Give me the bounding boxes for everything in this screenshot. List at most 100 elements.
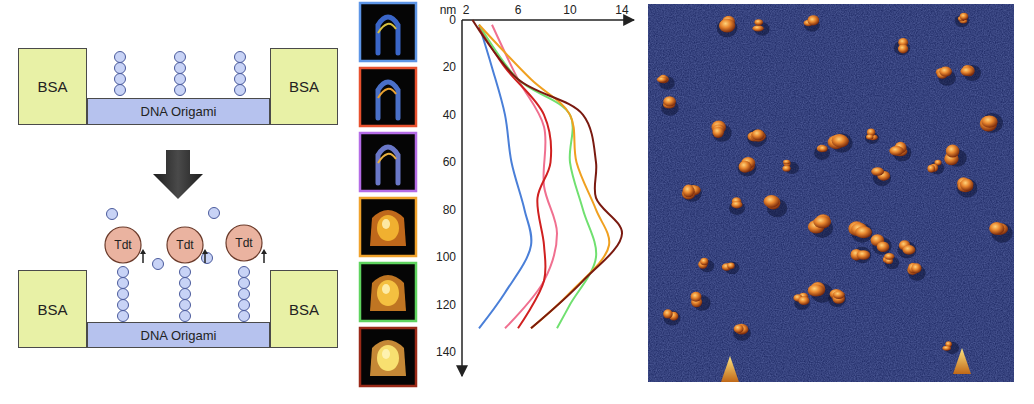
afm-particle: [889, 142, 911, 162]
nucleotide-bead: [175, 63, 186, 74]
afm-particle: [814, 145, 830, 160]
nucleotide-bead: [107, 209, 118, 220]
bsa-block: BSA: [270, 48, 338, 125]
afm-particle: [989, 222, 1012, 243]
afm-particle: [944, 144, 967, 166]
node-label: Tdt: [235, 236, 252, 250]
nucleotide-bead: [180, 289, 191, 300]
tick-label: 10: [563, 4, 576, 16]
tdt-enzyme: Tdt: [225, 224, 263, 262]
tick-label: 0: [449, 14, 456, 26]
profile-chart: [462, 20, 634, 376]
afm-particle: [804, 15, 820, 32]
tdt-enzyme: Tdt: [166, 226, 204, 264]
node-label: Tdt: [114, 238, 131, 252]
afm-particle: [894, 38, 910, 55]
node-label: Tdt: [176, 238, 193, 252]
tick-label: 2: [463, 4, 470, 16]
height-profile: [479, 25, 531, 329]
afm-particle: [898, 240, 917, 258]
tdt-enzyme: Tdt: [104, 226, 142, 264]
nucleotide-bead: [180, 267, 191, 278]
afm-particle: [737, 157, 756, 177]
afm-particle: [752, 19, 769, 36]
afm-particle: [717, 16, 738, 37]
afm-particle: [865, 128, 879, 144]
node-label: BSA: [37, 78, 67, 95]
afm-particle: [764, 195, 788, 217]
afm-particle: [698, 258, 714, 272]
afm-particle: [729, 197, 745, 215]
afm-particle: [871, 234, 892, 255]
nucleotide-bead: [209, 208, 220, 219]
micrograph-thumbnail: [360, 263, 416, 321]
nucleotide-bead: [118, 278, 129, 289]
afm-particle: [747, 129, 767, 147]
node-label: DNA Origami: [141, 104, 217, 119]
nucleotide-bead: [115, 52, 126, 63]
origami-band: DNA Origami: [87, 322, 270, 348]
afm-particle: [733, 324, 751, 341]
nucleotide-bead: [180, 311, 191, 322]
schematic: [107, 52, 268, 322]
nucleotide-bead: [180, 300, 191, 311]
tick-label: 120: [436, 299, 456, 311]
height-profile: [473, 20, 623, 328]
afm-spike: [953, 348, 971, 374]
tick-label: 40: [443, 109, 456, 121]
thumbnails: [360, 3, 416, 386]
tick-label: 60: [443, 156, 456, 168]
node-label: BSA: [289, 301, 319, 318]
nucleotide-bead: [239, 311, 250, 322]
nucleotide-bead: [153, 259, 164, 270]
afm-particle: [663, 309, 680, 325]
afm-particle: [942, 341, 959, 354]
afm-particle: [691, 292, 711, 311]
node-label: BSA: [289, 78, 319, 95]
afm-particle: [955, 13, 969, 27]
afm-particle: [828, 289, 846, 307]
bsa-block: BSA: [18, 48, 87, 125]
afm-particle: [661, 96, 679, 116]
nucleotide-bead: [118, 289, 129, 300]
node-label: BSA: [37, 301, 67, 318]
afm-particle: [782, 160, 799, 174]
afm-particle: [957, 177, 978, 197]
micrograph-thumbnail: [360, 68, 416, 126]
nucleotide-bead: [235, 63, 246, 74]
node-label: DNA Origami: [141, 328, 217, 343]
nucleotide-bead: [118, 311, 129, 322]
micrograph-thumbnail: [360, 133, 416, 191]
afm-particle: [711, 121, 731, 142]
nucleotide-bead: [175, 52, 186, 63]
tick-label: 140: [436, 346, 456, 358]
afm-texture: [648, 4, 1014, 382]
afm-particle: [961, 65, 981, 81]
afm-particle: [828, 133, 853, 152]
nucleotide-bead: [175, 74, 186, 85]
height-profile: [479, 25, 609, 329]
tick-label: 20: [443, 61, 456, 73]
afm-particle: [907, 263, 925, 281]
height-profile: [479, 27, 551, 328]
nucleotide-bead: [239, 278, 250, 289]
bsa-block: BSA: [270, 270, 338, 348]
micrograph-thumbnail: [360, 3, 416, 61]
process-arrow: [153, 150, 203, 199]
tick-label: 80: [443, 204, 456, 216]
nucleotide-bead: [118, 300, 129, 311]
micrograph-thumbnail: [360, 198, 416, 256]
afm-particle: [848, 221, 872, 242]
afm-particle: [722, 262, 740, 275]
growth-arrowhead: [261, 249, 267, 254]
x-axis: [462, 19, 634, 21]
afm-particle: [682, 184, 702, 202]
nucleotide-bead: [115, 74, 126, 85]
tick-label: 14: [615, 4, 628, 16]
afm-particle: [936, 67, 956, 86]
afm-background: [648, 4, 1014, 382]
nucleotide-bead: [235, 74, 246, 85]
